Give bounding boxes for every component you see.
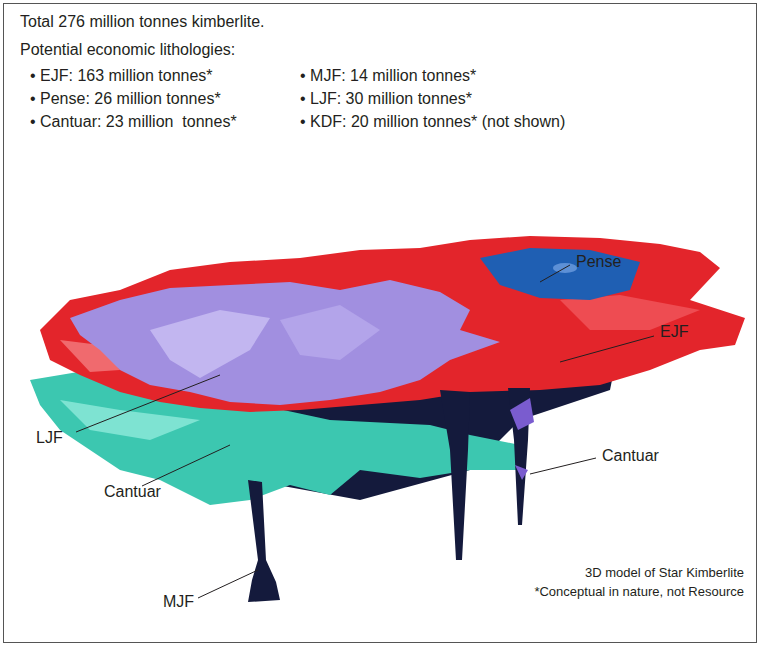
mjf-pipe: [248, 480, 280, 602]
cantuar-pipe-top: [510, 398, 534, 430]
ljf-highlight: [150, 310, 270, 378]
leader-line: [76, 375, 220, 432]
ejf-slab: [40, 236, 745, 412]
part-label: EJF: [660, 322, 688, 341]
heading: Total 276 million tonnes kimberlite.: [20, 12, 265, 31]
subheading: Potential economic lithologies:: [20, 40, 235, 59]
footnote: *Conceptual in nature, not Resource: [534, 584, 744, 599]
leader-line: [560, 336, 654, 362]
part-label: Cantuar: [602, 446, 659, 465]
pipe: [440, 390, 470, 560]
list-item: • Pense: 26 million tonnes*: [30, 89, 221, 108]
ljf-zone: [70, 280, 500, 405]
cantuar-highlight: [60, 400, 200, 440]
part-label: LJF: [36, 428, 63, 447]
leader-line: [540, 265, 570, 282]
part-label: Cantuar: [104, 482, 161, 501]
list-item: • EJF: 163 million tonnes*: [30, 66, 213, 85]
caption: 3D model of Star Kimberlite: [585, 565, 744, 580]
frame: [4, 4, 757, 643]
list-item: • Cantuar: 23 million tonnes*: [30, 112, 237, 131]
leader-line: [198, 570, 258, 598]
list-item: • KDF: 20 million tonnes* (not shown): [300, 112, 565, 131]
list-item: • MJF: 14 million tonnes*: [300, 66, 476, 85]
pense-zone: [480, 248, 640, 300]
leader-line: [142, 445, 230, 486]
leader-line: [530, 458, 596, 474]
part-label: MJF: [163, 592, 194, 611]
part-label: Pense: [576, 252, 621, 271]
ljf-highlight: [280, 305, 380, 360]
list-item: • LJF: 30 million tonnes*: [300, 89, 472, 108]
cantuar-pipe-fleck: [515, 465, 528, 480]
